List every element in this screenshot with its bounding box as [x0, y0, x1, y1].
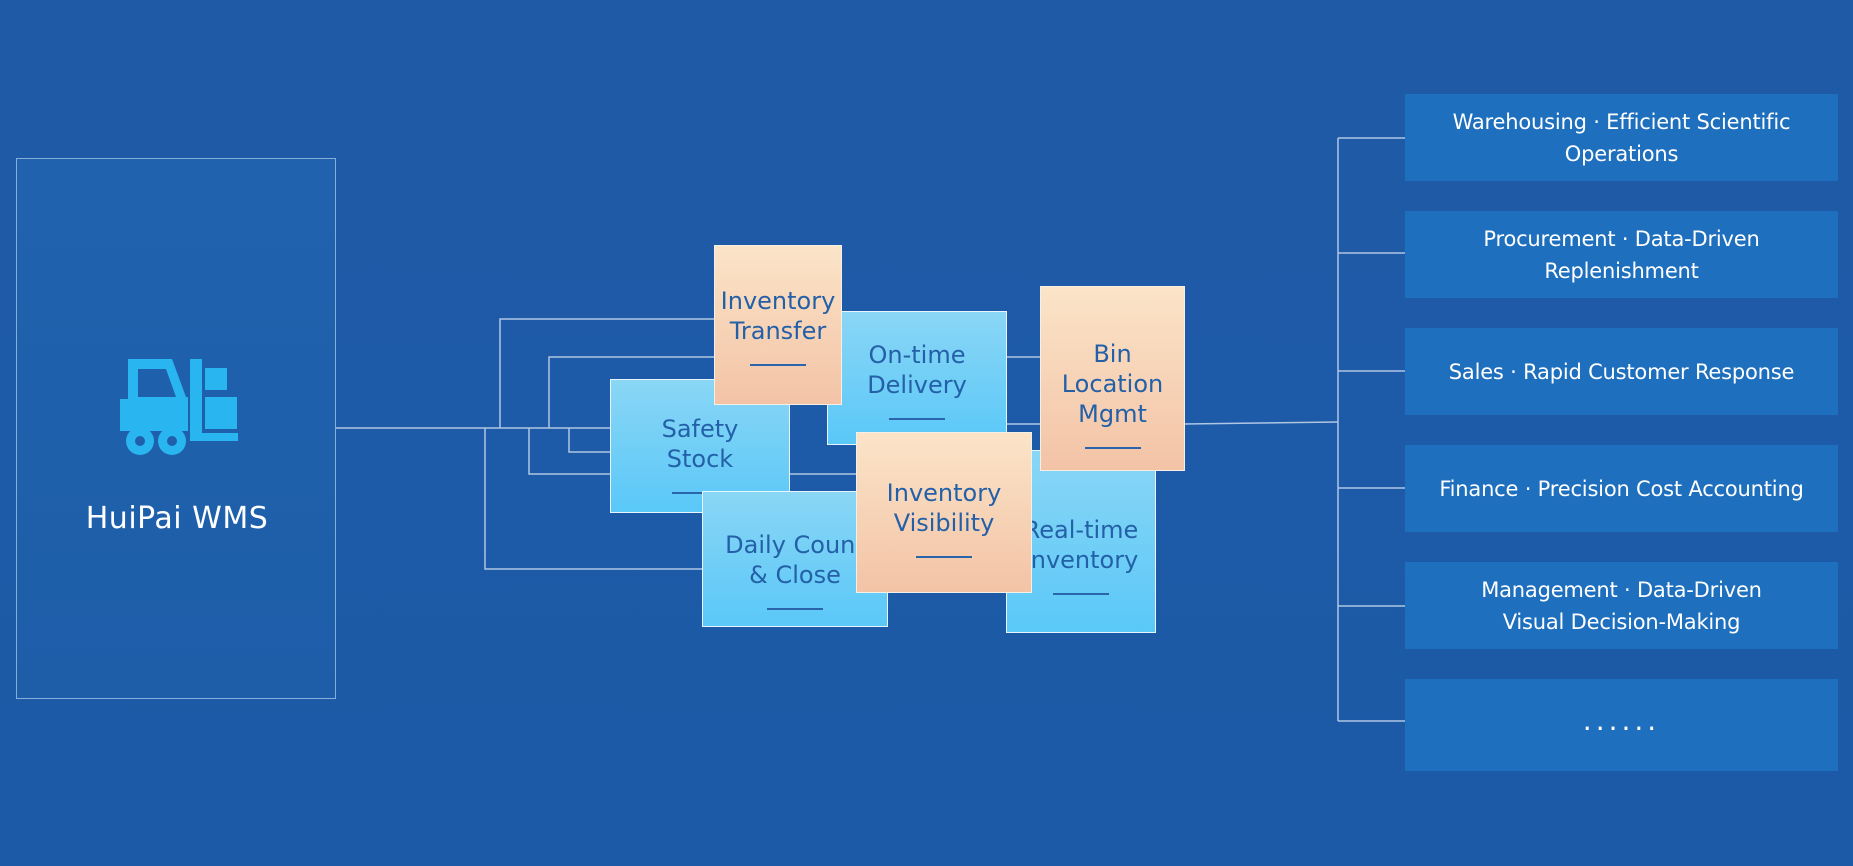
module-label: Daily Count & Close [725, 531, 865, 589]
benefit-warehousing: Warehousing · Efficient Scientific Opera… [1405, 94, 1838, 181]
module-label: Inventory Transfer [720, 287, 836, 345]
module-card-bin-location: Bin Location Mgmt [1040, 286, 1185, 471]
branch-line-inventory-transfer [499, 318, 716, 428]
system-title: HuiPai WMS [85, 501, 269, 536]
benefit-more: ...... [1405, 679, 1838, 771]
forklift-icon [120, 359, 238, 455]
benefit-sales: Sales · Rapid Customer Response [1405, 328, 1838, 415]
system-panel: HuiPai WMS [16, 158, 336, 699]
module-underline [672, 492, 728, 494]
module-underline [916, 556, 972, 558]
module-card-inventory-transfer: Inventory Transfer [714, 245, 842, 405]
module-underline [750, 364, 806, 366]
module-underline [1084, 447, 1141, 449]
module-card-inventory-visibility: Inventory Visibility [856, 432, 1032, 593]
branch-line-safety-stock [568, 428, 610, 453]
branch-line-daily-count [484, 428, 703, 570]
module-card-on-time-delivery: On-time Delivery [827, 311, 1007, 445]
benefit-management: Management · Data-Driven Visual Decision… [1405, 562, 1838, 649]
module-underline [767, 608, 823, 610]
module-underline [889, 418, 945, 420]
module-label: Inventory Visibility [886, 479, 1002, 537]
output-line [1183, 421, 1339, 425]
module-label: On-time Delivery [867, 341, 967, 399]
benefit-finance: Finance · Precision Cost Accounting [1405, 445, 1838, 532]
module-label: Real-time Inventory [1023, 516, 1139, 574]
module-underline [1053, 593, 1109, 595]
module-label: Bin Location Mgmt [1061, 340, 1164, 428]
benefit-procurement: Procurement · Data-Driven Replenishment [1405, 211, 1838, 298]
module-label: Safety Stock [661, 415, 739, 473]
